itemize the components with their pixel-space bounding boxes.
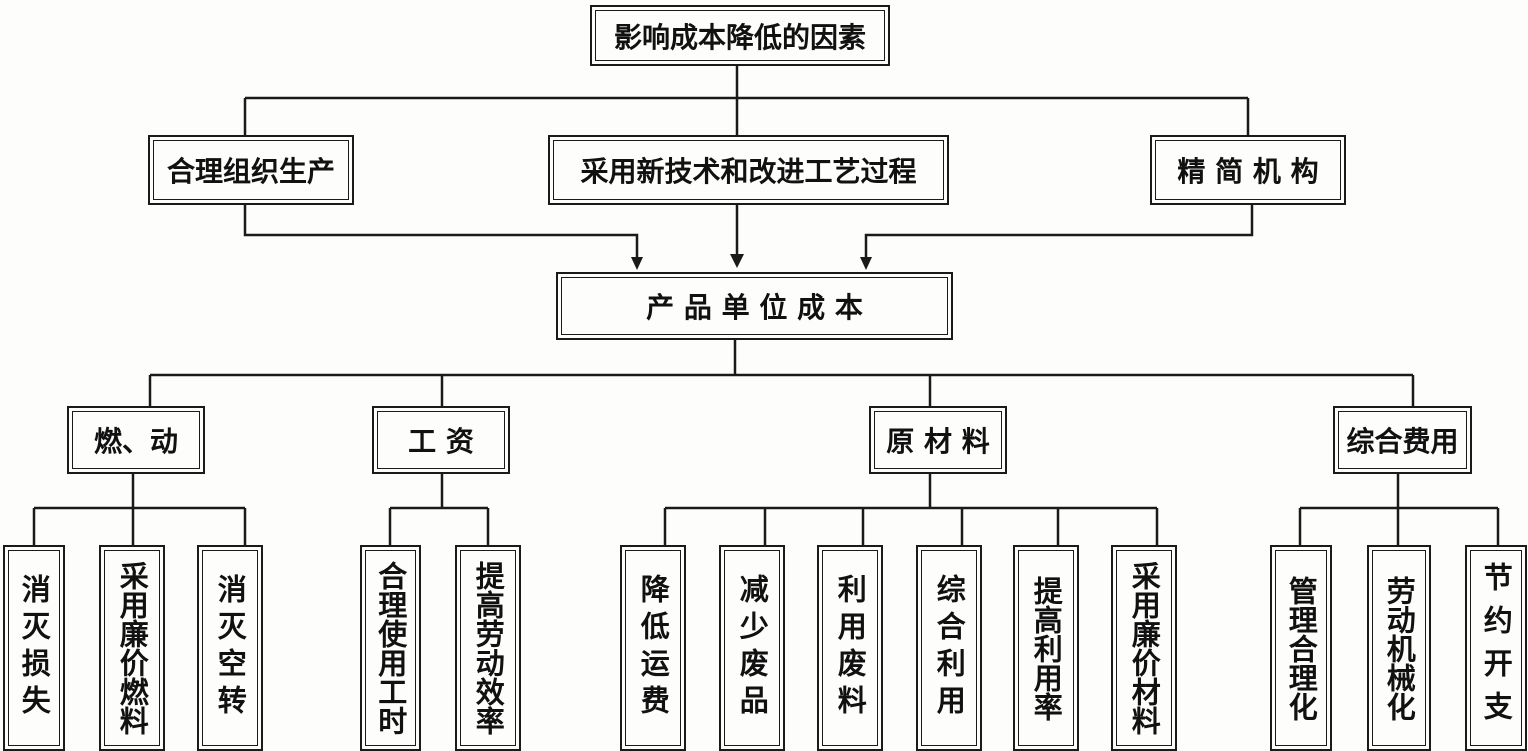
leaf-box: 消灭损失	[3, 545, 65, 751]
leaf-box: 管理合理化	[1270, 545, 1332, 751]
leaf-box: 降低运费	[620, 545, 686, 751]
factor-box-streamline: 精 简 机 构	[1150, 135, 1346, 205]
leaf-box: 采用廉价材料	[1111, 545, 1177, 751]
category-box-wages: 工 资	[372, 406, 510, 474]
leaf-box: 综合利用	[916, 545, 982, 751]
leaf-box: 采用廉价燃料	[99, 545, 165, 751]
leaf-box: 提高劳动效率	[455, 545, 521, 751]
root-box: 影响成本降低的因素	[590, 5, 890, 66]
leaf-box: 消灭空转	[197, 545, 263, 751]
category-box-fuel-power: 燃、动	[67, 406, 205, 474]
leaf-box: 节约开支	[1465, 545, 1527, 751]
leaf-box: 利用废料	[817, 545, 883, 751]
leaf-box: 劳动机械化	[1367, 545, 1431, 751]
factor-box-technology: 采用新技术和改进工艺过程	[548, 135, 949, 205]
factor-box-production: 合理组织生产	[148, 135, 354, 205]
leaf-box: 减少废品	[719, 545, 785, 751]
leaf-box: 合理使用工时	[360, 545, 421, 751]
category-box-materials: 原 材 料	[869, 406, 1007, 474]
center-box-unit-cost: 产 品 单 位 成 本	[556, 272, 953, 340]
category-box-overhead: 综合费用	[1333, 406, 1472, 474]
leaf-box: 提高利用率	[1013, 545, 1079, 751]
